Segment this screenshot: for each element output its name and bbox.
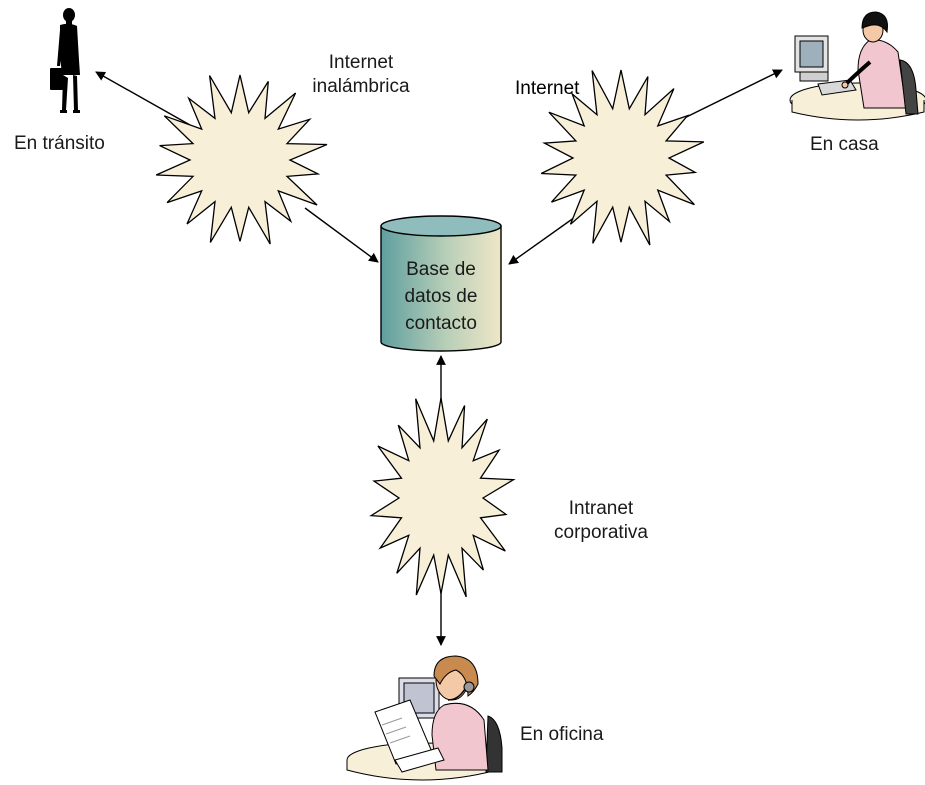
wireless-label-line-1: Internet	[328, 52, 394, 73]
label-at-home: En casa	[810, 134, 879, 155]
label-internet: Internet	[515, 78, 580, 99]
label-corporate-intranet: Intranet corporativa	[536, 497, 666, 545]
wireless-internet-burst	[155, 74, 328, 245]
label-in-transit: En tránsito	[14, 133, 105, 154]
database-label-line-2: datos de	[404, 286, 478, 307]
database-label-line-1: Base de	[406, 259, 476, 280]
businesswoman-silhouette-icon	[50, 8, 80, 113]
database-label: Base de datos de contacto	[381, 256, 501, 337]
intranet-label-line-2: corporativa	[554, 522, 648, 543]
wireless-label-line-2: inalámbrica	[312, 76, 410, 97]
internet-burst	[540, 69, 705, 246]
database-label-line-3: contacto	[405, 313, 477, 334]
intranet-burst	[369, 397, 516, 598]
label-wireless-internet: Internet inalámbrica	[296, 51, 426, 99]
person-at-computer-icon	[789, 11, 925, 121]
arrow-wireless-to-transit	[95, 71, 191, 126]
contact-database-icon	[380, 215, 502, 352]
arrow-wireless-to-database	[304, 207, 379, 263]
label-at-office: En oficina	[520, 724, 604, 745]
intranet-label-line-1: Intranet	[568, 498, 634, 519]
operator-with-headset-icon	[346, 655, 503, 781]
